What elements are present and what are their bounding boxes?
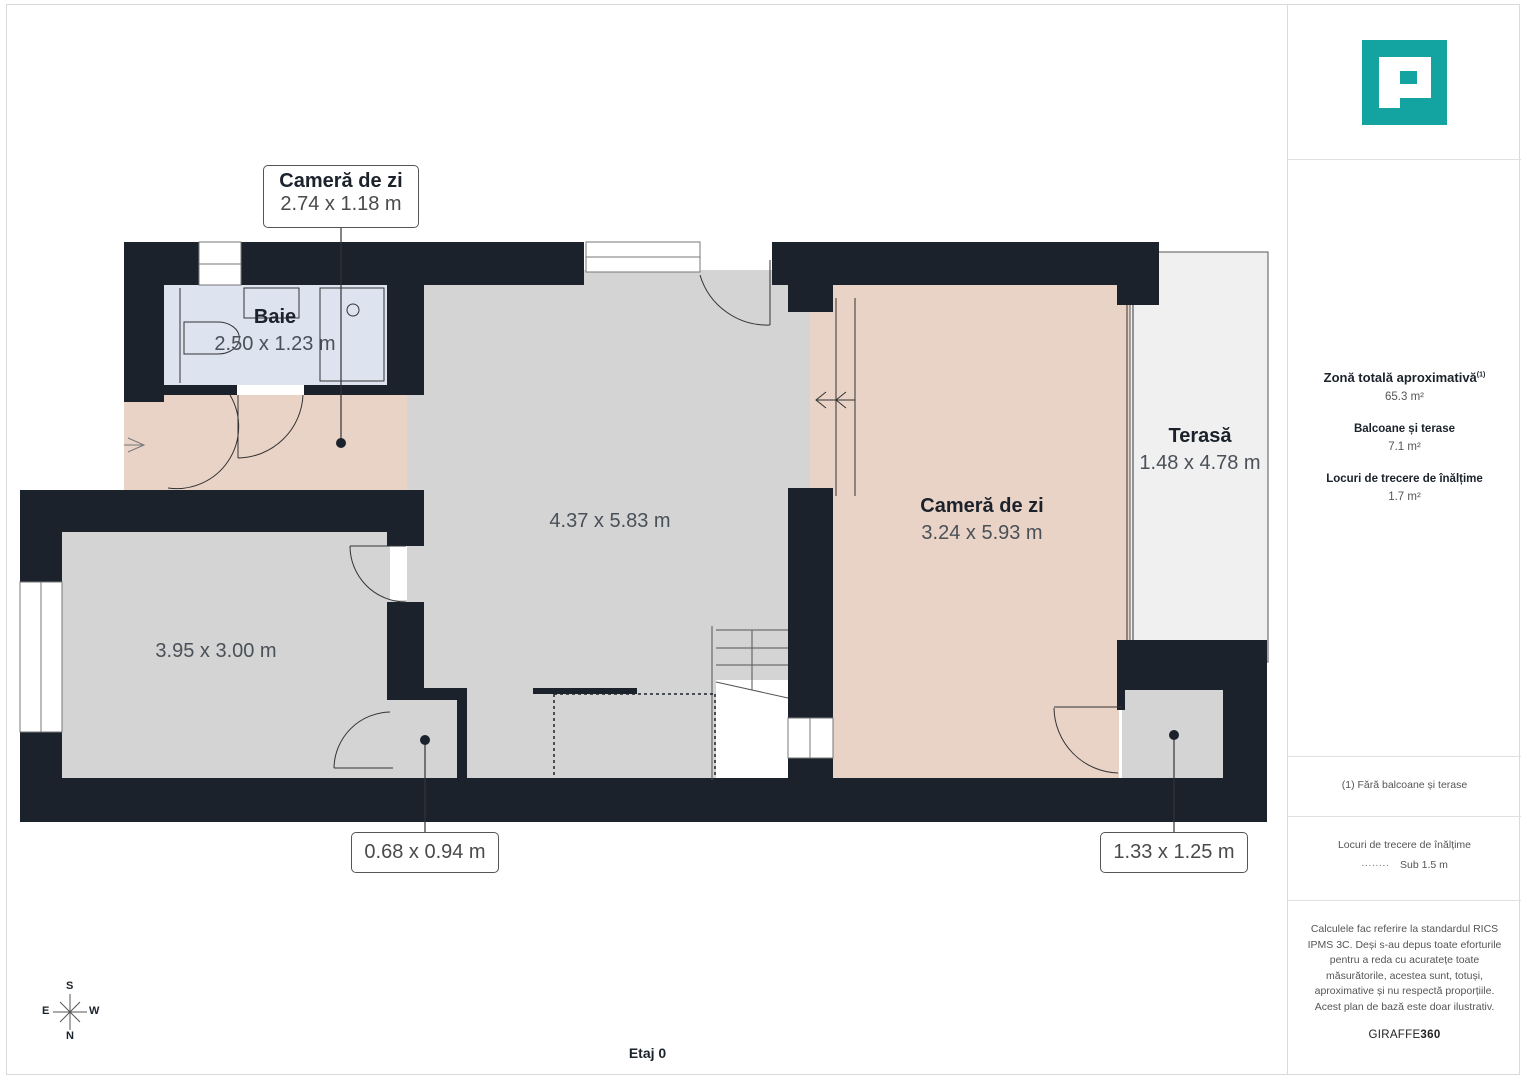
- dotted-line-icon: ········: [1361, 859, 1390, 871]
- room-label-terrace: Terasă 1.48 x 4.78 m: [1132, 425, 1268, 475]
- room-dims: 2.50 x 1.23 m: [214, 333, 336, 355]
- compass-right: W: [89, 1005, 100, 1017]
- room-name: Cameră de zi: [279, 170, 403, 192]
- height-value: 1.7 m²: [1388, 491, 1421, 503]
- sidebar: Zonă totală aproximativă(1) 65.3 m² Balc…: [1287, 4, 1521, 1075]
- area-summary: Zonă totală aproximativă(1) 65.3 m² Balc…: [1288, 370, 1521, 503]
- room-dims: 1.48 x 4.78 m: [1139, 452, 1261, 474]
- brand: GIRAFFE360: [1368, 1029, 1441, 1041]
- height-title: Locuri de trecere de înălțime: [1326, 473, 1483, 485]
- living-room-floor: [833, 285, 1119, 780]
- room-dims: 3.24 x 5.93 m: [921, 522, 1043, 544]
- compass-rose-icon: [53, 994, 87, 1030]
- room-callout-closet: 1.33 x 1.25 m: [1100, 832, 1248, 873]
- footnote: (1) Fără balcoane și terase: [1341, 779, 1468, 791]
- low-height-dotted-line: [553, 693, 716, 778]
- room-label-living: Cameră de zi 3.24 x 5.93 m: [900, 495, 1064, 545]
- total-area-value: 65.3 m²: [1385, 391, 1424, 403]
- floor-plan: Cameră de zi 2.74 x 1.18 m Baie 2.50 x 1…: [19, 165, 1269, 1061]
- compass: S E W N: [40, 980, 110, 1045]
- room-label-bath: Baie 2.50 x 1.23 m: [205, 306, 345, 356]
- page-frame: [6, 4, 1520, 1075]
- room-name: Terasă: [1168, 425, 1232, 447]
- room-name: Baie: [253, 306, 297, 328]
- legend-item: Sub 1.5 m: [1400, 859, 1448, 871]
- left-room-floor: [62, 532, 390, 780]
- balconies-value: 7.1 m²: [1388, 441, 1421, 453]
- hall-floor: [124, 395, 407, 490]
- compass-top: S: [66, 980, 74, 992]
- footnote-marker: (1): [1476, 371, 1486, 379]
- compass-bottom: N: [66, 1030, 74, 1042]
- bath-floor: [164, 285, 387, 385]
- room-dims: 2.74 x 1.18 m: [280, 193, 402, 215]
- floor-name: Etaj 0: [628, 1045, 667, 1061]
- room-dims: 3.95 x 3.00 m: [155, 640, 277, 662]
- room-label-main: 4.37 x 5.83 m: [530, 510, 690, 533]
- room-dims: 0.68 x 0.94 m: [364, 841, 486, 863]
- total-area-title: Zonă totală aproximativă: [1323, 370, 1477, 385]
- balconies-title: Balcoane și terase: [1353, 423, 1455, 435]
- room-name: Cameră de zi: [920, 495, 1044, 517]
- terrace-floor: [1129, 251, 1269, 663]
- legend-title: Locuri de trecere de înălțime: [1337, 839, 1472, 851]
- legend: Locuri de trecere de înălțime ········ S…: [1288, 839, 1521, 871]
- walls: [20, 242, 1267, 822]
- giraffe360-logo-icon: [1362, 40, 1447, 125]
- floor-plan-drawing: [19, 228, 1269, 832]
- room-dims: 1.33 x 1.25 m: [1113, 841, 1235, 863]
- compass-left: E: [42, 1005, 50, 1017]
- disclaimer: Calculele fac referire la standardul RIC…: [1307, 923, 1502, 1013]
- disclaimer-block: Calculele fac referire la standardul RIC…: [1288, 922, 1521, 1041]
- room-dims: 4.37 x 5.83 m: [549, 510, 671, 532]
- room-label-left: 3.95 x 3.00 m: [140, 640, 292, 663]
- room-callout-living-small: Cameră de zi 2.74 x 1.18 m: [263, 165, 419, 228]
- room-callout-small-closet: 0.68 x 0.94 m: [351, 832, 499, 873]
